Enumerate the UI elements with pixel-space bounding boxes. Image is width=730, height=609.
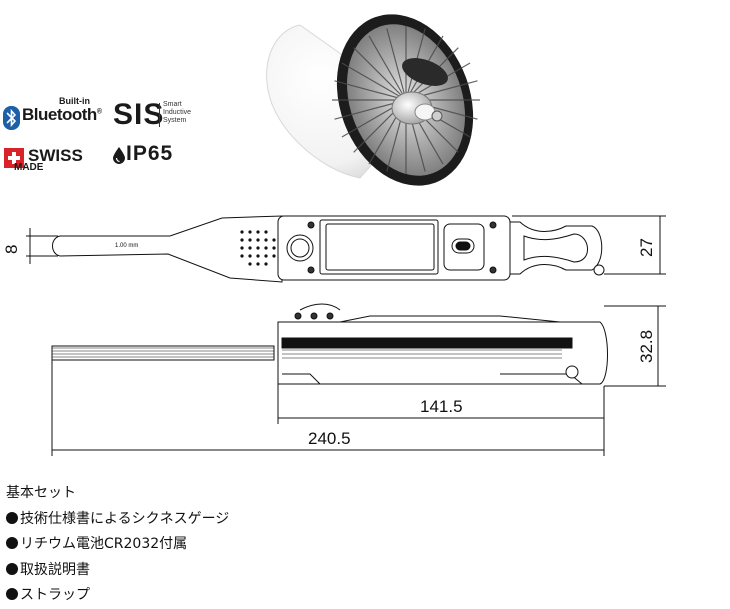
sis-text: SIS	[113, 98, 165, 131]
sis-divider	[159, 103, 160, 127]
dim-body-length: 141.5	[420, 397, 463, 416]
probe-label: 1.00 mm	[115, 243, 138, 249]
bluetooth-word: Bluetooth	[22, 105, 97, 124]
side-view	[51, 303, 666, 456]
made-text: MADE	[14, 162, 44, 173]
contents-heading: 基本セット	[6, 485, 76, 501]
swiss-flag-icon	[4, 148, 24, 168]
technical-drawing: 1.00 mm 8 27 32.8 141.5 240.5	[2, 14, 666, 456]
swiss-text: SWISS	[28, 146, 83, 165]
contents-item-text: 取扱説明書	[20, 561, 90, 578]
bullet-icon	[6, 537, 18, 549]
bluetooth-text: Bluetooth®	[22, 105, 102, 125]
swiss-made-logo: SWISS MADE	[4, 146, 99, 176]
dim-side-height: 32.8	[637, 330, 656, 363]
bullet-icon	[6, 511, 18, 524]
top-view	[26, 215, 666, 283]
sis-sub-line-1: Smart	[163, 101, 182, 108]
ip65-logo: IP65	[113, 142, 193, 171]
dim-body-height: 27	[637, 238, 656, 257]
contents-item: 技術仕様書によるシクネスゲージ	[6, 507, 306, 533]
registered-mark: ®	[96, 108, 102, 116]
sis-sub-line-3: System	[163, 117, 187, 124]
contents-item: 取扱説明書	[6, 558, 306, 584]
bluetooth-builtin-text: Built-in	[59, 96, 90, 106]
bullet-icon	[6, 588, 18, 600]
water-drop-icon	[113, 147, 125, 164]
bullet-icon	[6, 562, 18, 575]
dim-total-length: 240.5	[308, 429, 351, 448]
contents-item: リチウム電池CR2032付属	[6, 532, 306, 558]
sis-sub-line-2: Inductive	[163, 109, 192, 116]
contents-item-text: リチウム電池CR2032付属	[20, 536, 188, 552]
sis-subtitle: Smart Inductive System	[163, 101, 191, 125]
contents-item-text: 技術仕様書によるシクネスゲージ	[20, 510, 230, 527]
product-photo	[266, 14, 480, 186]
dim-tip-height: 8	[2, 245, 21, 254]
contents-item: ストラップ	[6, 583, 306, 609]
bluetooth-logo: Built-in Bluetooth®	[3, 96, 103, 132]
sis-logo: SIS Smart Inductive System	[113, 98, 203, 134]
ip65-text: IP65	[126, 142, 174, 165]
package-contents: 基本セット 技術仕様書によるシクネスゲージ リチウム電池CR2032付属 取扱説…	[6, 481, 306, 609]
bluetooth-icon	[3, 106, 20, 130]
contents-item-text: ストラップ	[20, 587, 90, 603]
